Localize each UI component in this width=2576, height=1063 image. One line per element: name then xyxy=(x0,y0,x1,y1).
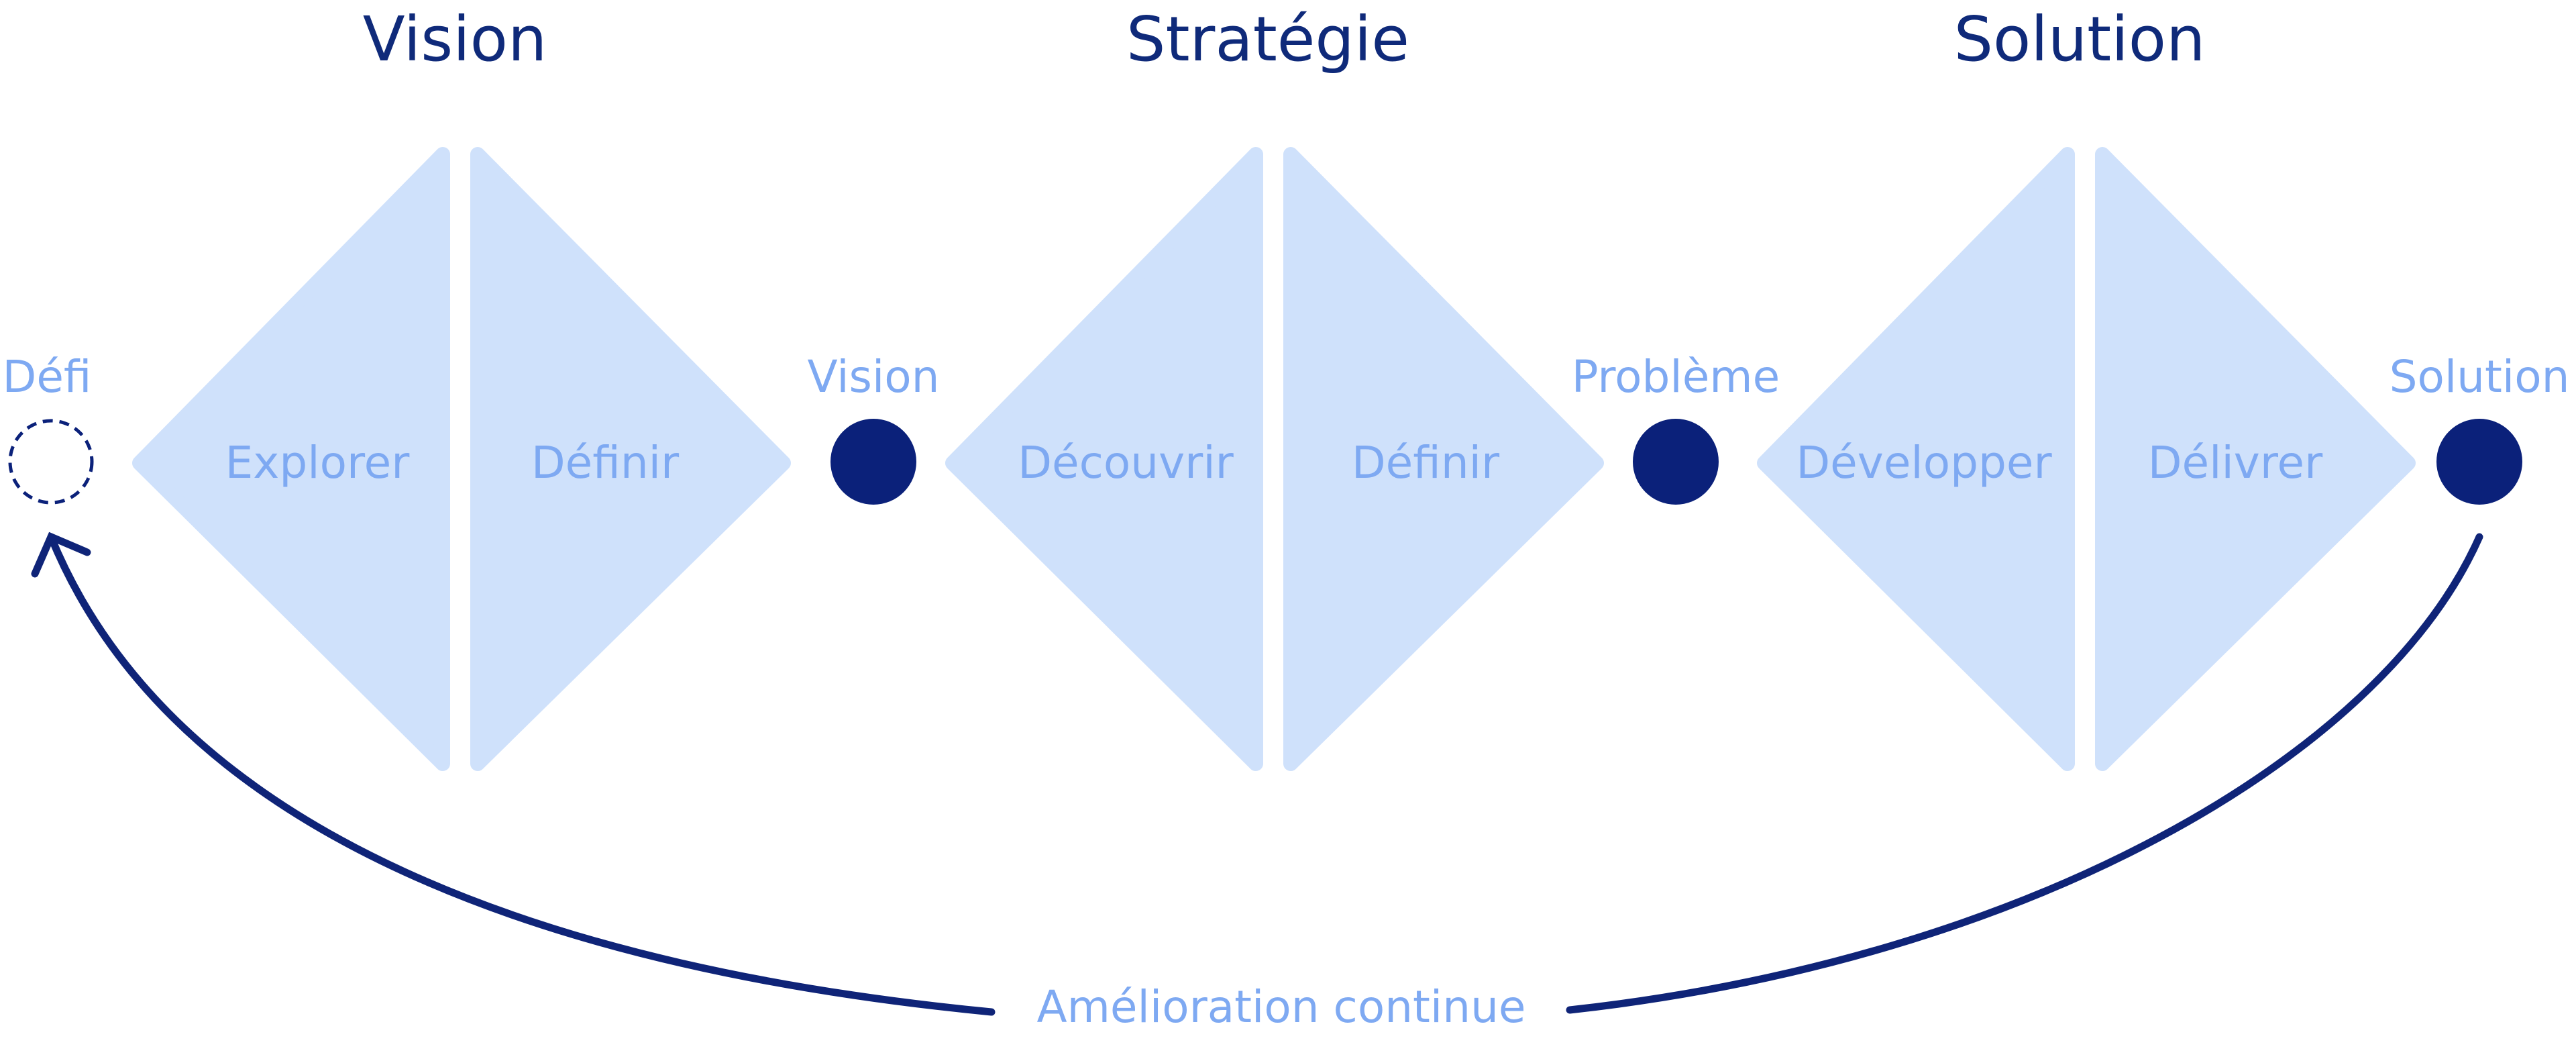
diamond-half-explorer xyxy=(132,147,450,771)
milestone-dot-start xyxy=(8,419,94,505)
milestone-label-solution: Solution xyxy=(2390,351,2570,403)
diamond-vision: Explorer Définir xyxy=(132,147,791,771)
phase-title-strategie: Stratégie xyxy=(1126,3,1409,75)
loop-arc-right xyxy=(1566,533,2483,1014)
stage-label-delivrer: Délivrer xyxy=(2148,437,2323,489)
loop-label: Amélioration continue xyxy=(1036,981,1525,1033)
loop-arrowhead-icon xyxy=(31,532,91,578)
diamond-half-developper xyxy=(1757,147,2075,771)
loop-arc-left xyxy=(47,533,996,1016)
stage-label-developper: Développer xyxy=(1796,437,2052,489)
milestone-dot-solution xyxy=(2436,419,2522,505)
stage-label-decouvrir: Découvrir xyxy=(1018,437,1234,489)
stage-label-definir-2: Définir xyxy=(1352,437,1500,489)
phase-title-vision: Vision xyxy=(363,3,547,75)
diamond-half-delivrer xyxy=(2095,147,2416,771)
diamond-solution: Développer Délivrer xyxy=(1757,147,2416,771)
milestone-label-defi: Défi xyxy=(3,351,92,403)
diamond-half-decouvrir xyxy=(945,147,1263,771)
milestone-label-probleme: Problème xyxy=(1572,351,1780,403)
stage-label-definir-1: Définir xyxy=(531,437,680,489)
diamond-strategie: Découvrir Définir xyxy=(945,147,1604,771)
diamond-half-definir-2 xyxy=(1283,147,1604,771)
milestone-dot-vision xyxy=(830,419,916,505)
stage-label-explorer: Explorer xyxy=(225,437,411,489)
milestone-dot-probleme xyxy=(1633,419,1719,505)
phase-title-solution: Solution xyxy=(1954,3,2206,75)
milestone-label-vision: Vision xyxy=(808,351,940,403)
diamond-half-definir-1 xyxy=(470,147,791,771)
